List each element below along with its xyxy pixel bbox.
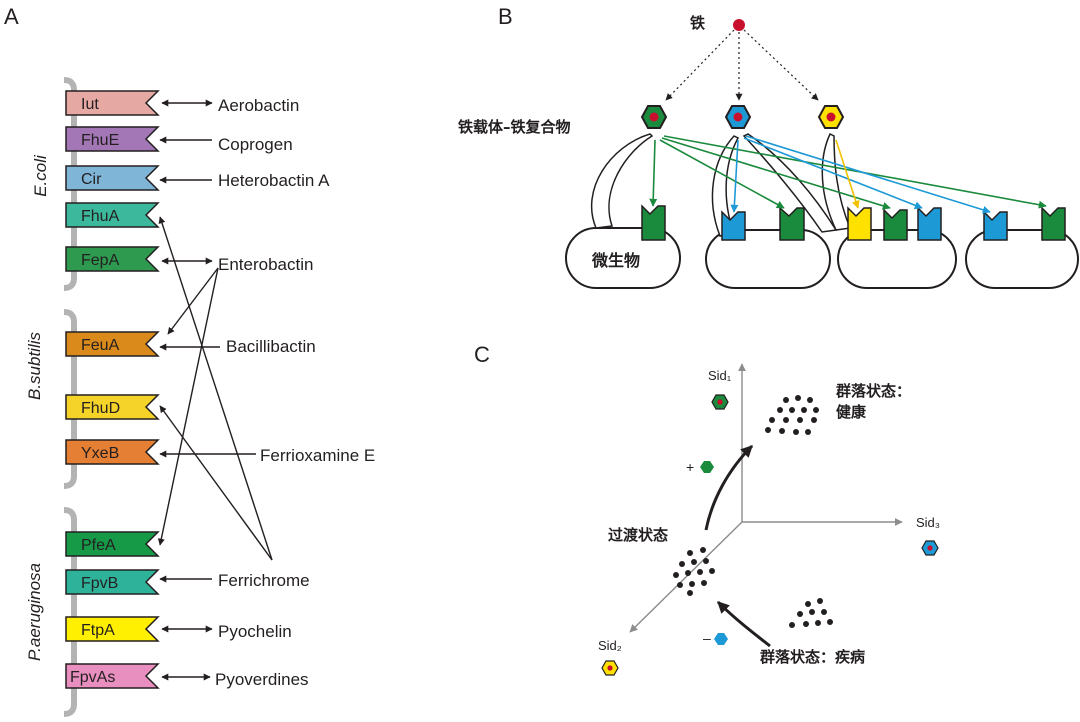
receptor-tag: FpvAs [65, 663, 160, 689]
receptor-tag: FhuA [65, 202, 160, 228]
axis-markers [601, 394, 939, 676]
group-label-bsubtilis: B.subtilis [25, 331, 44, 400]
svg-text:YxeB: YxeB [81, 445, 119, 462]
axes-3d [629, 363, 903, 633]
group-label-ecoli: E.coli [31, 154, 50, 197]
microbe-cells [565, 227, 1079, 289]
plus-sign: + [686, 459, 694, 475]
receptor-tag: FhuE [65, 126, 160, 152]
complex-hexagon [817, 105, 845, 129]
plus-green-hex [700, 461, 714, 473]
delivery-arrows [649, 135, 1047, 214]
transition-label: 过渡状态 [608, 526, 668, 544]
trajectory-arrows [704, 444, 771, 648]
disease-label: 群落状态：疾病 [760, 648, 865, 666]
receptor-tag: FhuD [65, 394, 160, 420]
svg-text:PfeA: PfeA [81, 537, 116, 554]
siderophore-label: Enterobactin [218, 255, 313, 274]
panel-label-c: C [474, 342, 490, 367]
cluster-transition [673, 547, 715, 596]
siderophore-label: Heterobactin A [218, 171, 330, 190]
complexes [640, 105, 845, 129]
panel-label-b: B [498, 4, 513, 29]
receptor-tag: Cir [65, 165, 160, 191]
svg-text:FepA: FepA [81, 252, 120, 269]
microbe-label: 微生物 [591, 251, 640, 270]
complex-hexagon [724, 105, 752, 129]
panel-label-a: A [4, 4, 19, 29]
bracket-paeruginosa [63, 507, 77, 717]
minus-sign: – [703, 630, 711, 646]
siderophore-label: Pyochelin [218, 622, 292, 641]
axis-sid-diag [629, 521, 743, 633]
complex-hexagon [640, 105, 668, 129]
siderophore-label: Ferrichrome [218, 571, 310, 590]
svg-text:FpvAs: FpvAs [70, 669, 115, 686]
siderophore-label: Bacillibactin [226, 337, 316, 356]
receptor-list: Iut FhuE Cir FhuA FepA FeuA FhuD YxeB Pf… [65, 90, 160, 689]
microbe-cell [705, 229, 831, 289]
secretion-cones [590, 132, 852, 237]
marker-green [711, 394, 729, 410]
complex-label: 铁载体–铁复合物 [458, 118, 571, 136]
panel-a-connectors [157, 99, 273, 681]
receptor-tag: FeuA [65, 331, 160, 357]
receptor-tag: FtpA [65, 616, 160, 642]
svg-text:Cir: Cir [81, 171, 102, 188]
iron-label: 铁 [690, 14, 705, 32]
siderophore-label: Ferrioxamine E [260, 446, 375, 465]
cluster-healthy [765, 395, 819, 435]
healthy-label-1: 群落状态： [836, 382, 911, 400]
receptor-tag: FpvB [65, 569, 160, 595]
siderophore-label: Aerobactin [218, 96, 299, 115]
iron-dot [733, 19, 745, 31]
axis-label-sid2: Sid₃ [916, 515, 940, 530]
microbe-cell [965, 229, 1079, 289]
cell-receptors [641, 204, 1066, 241]
healthy-label-2: 健康 [836, 403, 867, 421]
microbe-cell [565, 227, 681, 289]
axis-label-sid3: Sid₂ [598, 638, 622, 653]
receptor-tag: FepA [65, 246, 160, 272]
receptor-tag: YxeB [65, 439, 160, 465]
marker-blue [921, 540, 939, 556]
svg-text:FtpA: FtpA [81, 622, 115, 639]
receptor-tag: Iut [65, 90, 160, 116]
receptor-tag: PfeA [65, 531, 160, 557]
siderophore-list: Aerobactin Coprogen Heterobactin A Enter… [215, 96, 375, 689]
svg-text:FpvB: FpvB [81, 575, 118, 592]
svg-text:FhuE: FhuE [81, 132, 119, 149]
svg-text:FhuA: FhuA [81, 208, 120, 225]
siderophore-label: Coprogen [218, 135, 293, 154]
svg-text:FeuA: FeuA [81, 337, 120, 354]
siderophore-label: Pyoverdines [215, 670, 309, 689]
marker-yellow [601, 660, 619, 676]
iron-arrows [665, 29, 819, 101]
minus-blue-hex [714, 633, 728, 645]
group-label-paeruginosa: P.aeruginosa [25, 563, 44, 661]
svg-text:FhuD: FhuD [81, 400, 120, 417]
axis-label-sid1: Sid₁ [708, 368, 732, 383]
cluster-disease [789, 598, 833, 628]
svg-text:Iut: Iut [81, 96, 99, 113]
